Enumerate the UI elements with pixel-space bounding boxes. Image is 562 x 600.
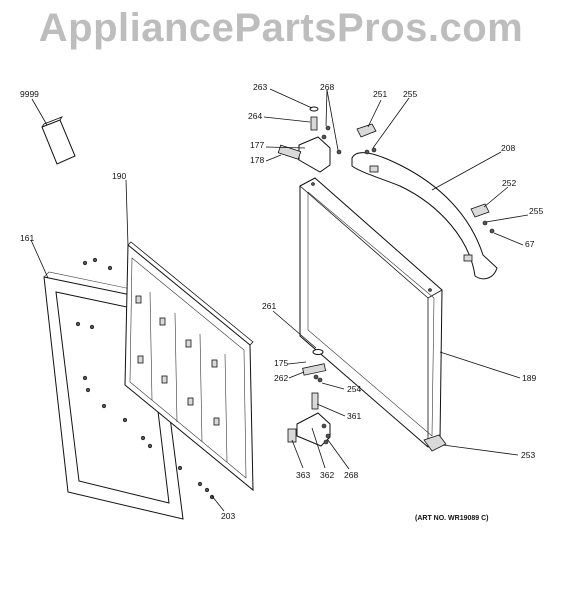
- callout-264: 264: [248, 111, 262, 121]
- callout-252: 252: [502, 178, 516, 188]
- callout-362: 362: [320, 470, 334, 480]
- callout-67: 67: [525, 239, 535, 249]
- callout-253: 253: [521, 450, 535, 460]
- callout-labels: 9999 190 161 203 263 268 264 177 178 251…: [20, 82, 543, 522]
- outer-door: [299, 177, 443, 448]
- watermark: AppliancePartsPros.com: [38, 6, 524, 50]
- callout-263: 263: [253, 82, 267, 92]
- callout-361: 361: [347, 411, 361, 421]
- upper-hinge-parts: [277, 106, 342, 173]
- callout-363: 363: [296, 470, 310, 480]
- callout-189: 189: [522, 373, 536, 383]
- callout-262: 262: [274, 373, 288, 383]
- door-inner-panel: [124, 241, 254, 492]
- callout-268-top: 268: [320, 82, 334, 92]
- bottom-cap: [423, 434, 447, 452]
- door-handle: [351, 152, 498, 280]
- callout-251: 251: [373, 89, 387, 99]
- callout-9999: 9999: [20, 89, 39, 99]
- art-number: (ART NO. WR19089 C): [415, 515, 489, 522]
- callout-261: 261: [262, 301, 276, 311]
- callout-177: 177: [250, 140, 264, 150]
- callout-203: 203: [221, 511, 235, 521]
- callout-161: 161: [20, 233, 34, 243]
- manual-booklet: [41, 116, 76, 165]
- screws: [75, 257, 215, 500]
- callout-175: 175: [274, 358, 288, 368]
- callout-190: 190: [112, 171, 126, 181]
- lower-hinge-parts: [287, 349, 331, 447]
- leader-lines: [30, 88, 529, 512]
- callout-255-top: 255: [403, 89, 417, 99]
- top-caps: [356, 123, 495, 234]
- callout-208: 208: [501, 143, 515, 153]
- callout-268-bottom: 268: [344, 470, 358, 480]
- callout-254: 254: [347, 384, 361, 394]
- callout-255-right: 255: [529, 206, 543, 216]
- callout-178: 178: [250, 155, 264, 165]
